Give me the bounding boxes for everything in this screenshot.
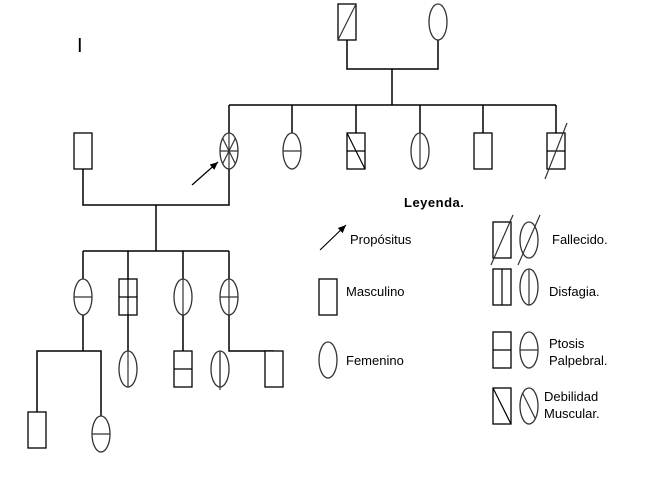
legend-ptosis-female <box>519 331 539 369</box>
husband <box>73 132 93 170</box>
sib-f2 <box>410 132 430 170</box>
pedigree-lines <box>36 40 557 416</box>
legend-ptosis-male <box>492 331 512 369</box>
legend-label-deceased: Fallecido. <box>552 232 608 247</box>
child-f1 <box>73 278 93 316</box>
legend-dysphagia-female <box>519 268 539 306</box>
mating-line-grandparents <box>346 40 439 70</box>
grandfather <box>337 3 357 41</box>
legend-label-ptosis-2: Palpebral. <box>549 353 608 368</box>
sib-m3 <box>544 122 568 180</box>
legend-label-dysphagia: Disfagia. <box>549 284 600 299</box>
weakness-mark <box>492 387 512 425</box>
weakness-mark <box>522 393 536 419</box>
deceased-mark <box>517 214 541 266</box>
sibship-line-gc4 <box>228 315 274 352</box>
legend-female-symbol <box>318 341 338 379</box>
legend-weakness-male <box>492 387 512 425</box>
male-square-icon <box>318 278 338 316</box>
male-square-icon <box>473 132 493 170</box>
sib-m2 <box>473 132 493 170</box>
female-circle-icon <box>318 341 338 379</box>
legend: Leyenda. Propósitus Masculino Femenino F… <box>318 195 608 425</box>
mating-line-proband <box>82 169 230 206</box>
male-square-icon <box>27 411 47 449</box>
legend-male-symbol <box>318 278 338 316</box>
weakness-mark <box>222 138 236 164</box>
legend-deceased-female <box>517 214 541 266</box>
deceased-mark <box>490 214 514 266</box>
sib-m1 <box>346 132 366 170</box>
legend-label-female: Femenino <box>346 353 404 368</box>
weakness-mark <box>346 132 366 170</box>
legend-label-weakness-2: Muscular. <box>544 406 600 421</box>
legend-label-weakness-1: Debilidad <box>544 389 598 404</box>
legend-dysphagia-male <box>492 268 512 306</box>
sibship-line-gc1 <box>36 350 102 416</box>
grandmother <box>428 3 448 41</box>
deceased-mark <box>544 122 568 180</box>
gc1-m <box>27 411 47 449</box>
individuals <box>27 3 568 453</box>
legend-deceased-male <box>490 214 514 266</box>
legend-label-ptosis-1: Ptosis <box>549 336 585 351</box>
child-m1 <box>118 278 138 316</box>
legend-weakness-female <box>519 387 539 425</box>
legend-proband-arrow-icon <box>319 224 347 251</box>
gc1-f <box>91 415 111 453</box>
legend-label-proband: Propósitus <box>350 232 412 247</box>
legend-title: Leyenda. <box>404 195 464 210</box>
legend-label-male: Masculino <box>346 284 405 299</box>
gc2-f <box>118 350 138 388</box>
gc4-m <box>264 350 284 388</box>
generation-label: I <box>77 35 83 57</box>
gc3-m <box>173 350 193 388</box>
female-circle-icon <box>428 3 448 41</box>
deceased-mark <box>337 3 357 41</box>
male-square-icon <box>73 132 93 170</box>
sib-f1 <box>282 132 302 170</box>
proband-arrow-icon <box>191 161 219 186</box>
child-f3 <box>219 278 239 316</box>
male-square-icon <box>264 350 284 388</box>
proband <box>219 132 239 170</box>
child-f2 <box>173 278 193 316</box>
